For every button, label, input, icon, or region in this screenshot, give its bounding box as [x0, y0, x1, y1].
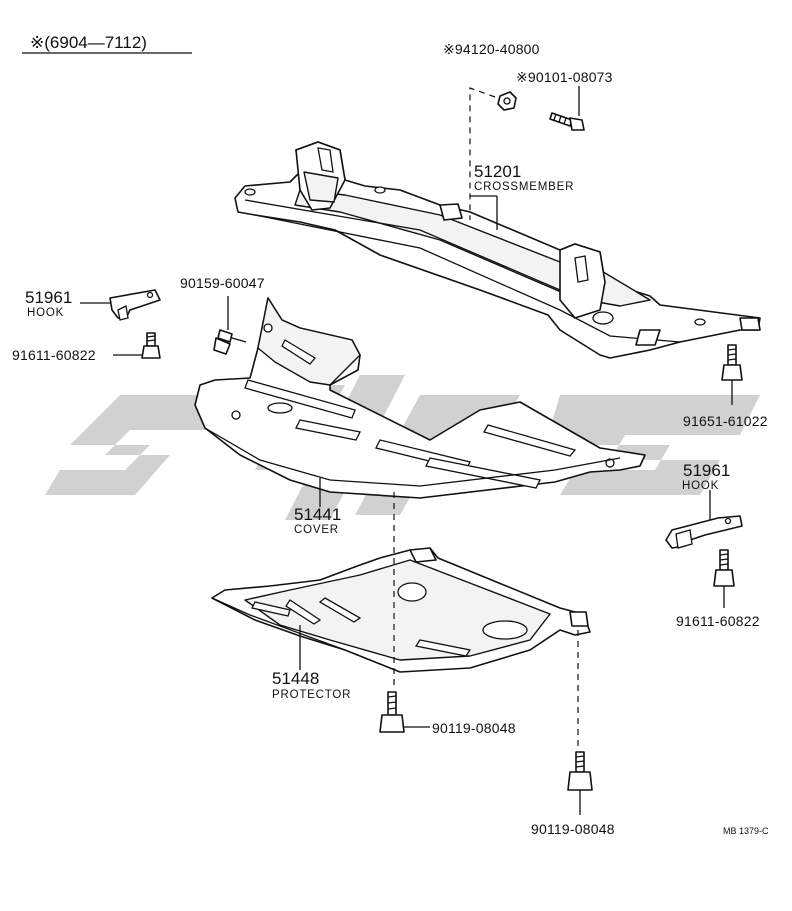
label-hook-right-no: 51961 [683, 461, 730, 480]
bolt-hook-right-drawing [713, 549, 735, 587]
label-protector-no: 51448 [272, 669, 319, 688]
label-bolt-top: ※90101-08073 [516, 69, 613, 85]
bolt-top-drawing [549, 112, 585, 131]
label-bolt-protector-front: 90119-08048 [432, 720, 516, 736]
label-crossmember-no: 51201 [474, 162, 521, 181]
cover-drawing [194, 297, 646, 499]
label-hook-left-name: HOOK [27, 307, 64, 319]
diagram-code: MB 1379-C [723, 826, 769, 836]
label-bolt-protector-rear: 90119-08048 [531, 821, 615, 837]
nut-drawing [497, 91, 517, 111]
bolt-protector-front-drawing [379, 691, 405, 733]
label-protector-name: PROTECTOR [272, 689, 351, 701]
label-bolt-hook-right: 91611-60822 [676, 613, 760, 629]
hook-left-drawing [109, 289, 161, 321]
hook-right-drawing [665, 515, 743, 549]
bolt-hook-left-drawing [141, 332, 161, 359]
label-nut: ※94120-40800 [443, 41, 540, 57]
label-bolt-hook-left: 91611-60822 [12, 347, 96, 363]
crossmember-drawing [234, 141, 761, 359]
label-cover-name: COVER [294, 524, 339, 536]
bolt-right-drawing [721, 344, 743, 381]
label-hook-left-no: 51961 [25, 288, 72, 307]
bolt-protector-rear-drawing [567, 751, 593, 791]
label-bolt-cover: 90159-60047 [180, 275, 265, 291]
protector-drawing [211, 547, 591, 673]
range-label: ※(6904—7112) [30, 33, 147, 52]
range-header: ※(6904—7112) [22, 33, 192, 54]
label-bolt-right: 91651-61022 [683, 413, 768, 429]
label-crossmember-name: CROSSMEMBER [474, 181, 574, 193]
label-hook-right-name: HOOK [682, 480, 719, 492]
nut-leader [469, 87, 496, 220]
bolt-cover-drawing [213, 329, 247, 355]
label-cover-no: 51441 [294, 505, 341, 524]
